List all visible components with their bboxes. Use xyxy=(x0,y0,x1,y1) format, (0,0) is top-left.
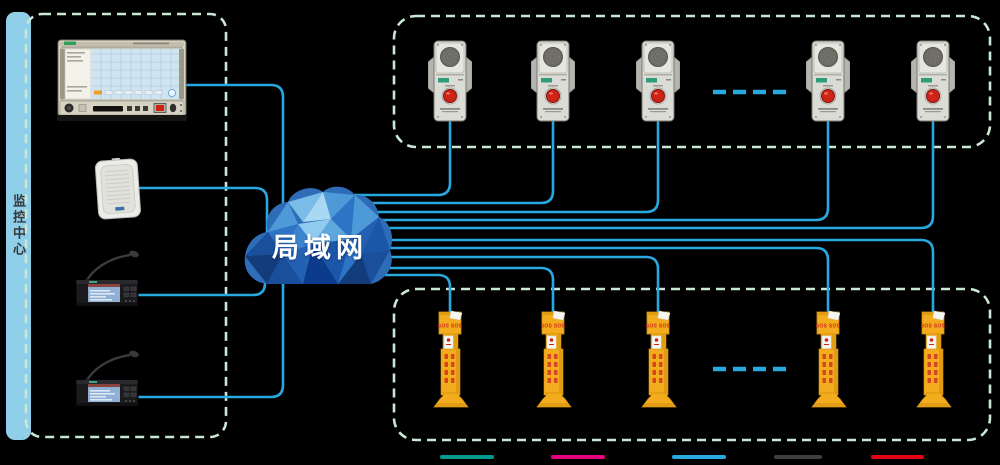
speaker-grille-icon xyxy=(440,47,460,67)
sos-pillar-2: SOS SOS xyxy=(536,310,572,408)
console-media-slot xyxy=(93,106,123,112)
speaker-logo xyxy=(115,206,125,211)
legend-bar-gray xyxy=(774,455,822,459)
mic-status-label xyxy=(89,381,97,383)
emergency-call-button xyxy=(546,89,560,103)
pillar-call-button xyxy=(824,338,829,342)
control-console xyxy=(57,39,187,121)
intercom-device-5 xyxy=(911,40,955,122)
microphone-capsule-icon xyxy=(129,350,139,358)
sos-pillar-3: SOS SOS xyxy=(641,310,677,408)
legend-bar-blue xyxy=(672,455,726,459)
speaker-grille-icon xyxy=(648,47,668,67)
intercom-label xyxy=(646,78,657,83)
intercom-label xyxy=(816,78,827,83)
gooseneck xyxy=(84,353,131,383)
pillar-sticker xyxy=(552,310,566,321)
line-cloud-intercom1 xyxy=(338,116,452,197)
intercom-label xyxy=(921,78,932,83)
pillar-call-button xyxy=(654,338,659,342)
lan-cloud-label: 局域网 xyxy=(272,233,368,263)
lan-cloud xyxy=(244,186,393,285)
intercom-device-1 xyxy=(428,40,472,122)
line-cloud-pillar1 xyxy=(338,273,452,318)
line-cloud-intercom2 xyxy=(338,116,555,205)
pillar-sticker xyxy=(657,310,671,321)
line-cloud-pillar3 xyxy=(338,255,660,318)
monitoring-center-zone-border xyxy=(24,12,228,439)
console-power-switch xyxy=(156,105,164,111)
console-logo xyxy=(64,41,76,45)
emergency-call-button xyxy=(443,89,457,103)
pillar-sticker xyxy=(449,310,463,321)
pillar-sos-label: SOS SOS xyxy=(921,324,946,330)
line-console-cloud xyxy=(181,83,285,214)
wall-speaker xyxy=(94,157,141,220)
emergency-call-button xyxy=(821,89,835,103)
legend-bar-red xyxy=(871,455,924,459)
pillar-sos-label: SOS SOS xyxy=(438,324,463,330)
line-mic2-cloud xyxy=(134,278,285,399)
intercom-label xyxy=(541,78,552,83)
speaker-grille-icon xyxy=(923,47,943,67)
line-cloud-intercom4 xyxy=(338,116,830,222)
legend-bar-magenta xyxy=(551,455,605,459)
paging-microphone-2 xyxy=(75,350,139,407)
speaker-grille-icon xyxy=(104,169,131,205)
pillar-call-button xyxy=(446,338,451,342)
legend-bar-teal xyxy=(440,455,494,459)
pillar-sos-label: SOS SOS xyxy=(541,324,566,330)
speaker-grille-icon xyxy=(818,47,838,67)
pillar-sticker xyxy=(932,310,946,321)
pillar-sos-label: SOS SOS xyxy=(816,324,841,330)
line-cloud-intercom3 xyxy=(338,116,660,214)
line-cloud-pillar2 xyxy=(338,266,555,318)
intercom-device-4 xyxy=(806,40,850,122)
pillar-call-button xyxy=(929,338,934,342)
line-cloud-pillar4 xyxy=(338,246,830,318)
microphone-capsule-icon xyxy=(129,250,139,258)
mic-status-label xyxy=(89,281,97,283)
console-highlight-button xyxy=(94,90,102,95)
intercom-device-3 xyxy=(636,40,680,122)
pillar-sticker xyxy=(827,310,841,321)
pillar-call-button xyxy=(549,338,554,342)
emergency-call-button xyxy=(651,89,665,103)
console-screen-dial xyxy=(168,89,176,97)
gooseneck xyxy=(84,253,131,283)
sos-pillar-5: SOS SOS xyxy=(916,310,952,408)
line-speaker-cloud xyxy=(136,186,269,238)
pillar-zone-border xyxy=(392,287,992,442)
intercom-zone-border xyxy=(392,14,992,149)
sos-pillar-4: SOS SOS xyxy=(811,310,847,408)
monitoring-center-label: 监控中心 xyxy=(11,194,26,258)
pillar-sos-label: SOS SOS xyxy=(646,324,671,330)
paging-microphone-1 xyxy=(75,250,139,307)
intercom-device-2 xyxy=(531,40,575,122)
intercom-label xyxy=(438,78,449,83)
line-cloud-intercom5 xyxy=(338,116,935,230)
sos-pillar-1: SOS SOS xyxy=(433,310,469,408)
speaker-grille-icon xyxy=(543,47,563,67)
line-cloud-pillar5 xyxy=(338,238,935,318)
emergency-call-button xyxy=(926,89,940,103)
